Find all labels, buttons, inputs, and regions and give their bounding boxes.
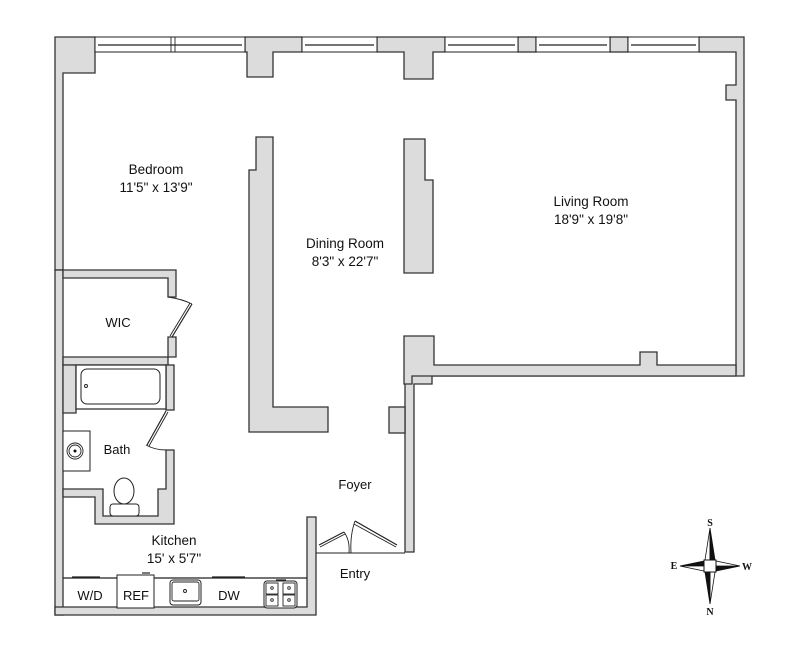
wall-west-lower xyxy=(54,269,64,616)
window xyxy=(535,36,611,53)
window xyxy=(627,36,700,53)
room-dims-kitchen: 15' x 5'7" xyxy=(147,551,201,566)
room-name-foyer: Foyer xyxy=(338,477,372,492)
window xyxy=(301,36,378,53)
wall-pier-2 xyxy=(376,36,446,80)
door-entry[interactable] xyxy=(316,520,405,554)
room-labels: Bedroom 11'5" x 13'9" Dining Room 8'3" x… xyxy=(77,162,628,603)
interior-walls xyxy=(62,136,434,525)
tub-drain-icon xyxy=(84,384,88,388)
room-name-bedroom: Bedroom xyxy=(129,162,184,177)
bathtub xyxy=(80,368,161,405)
compass-label-bottom: N xyxy=(706,607,714,618)
appliance-label-dw: DW xyxy=(218,588,240,603)
door-wic[interactable] xyxy=(167,296,193,338)
toilet-bowl-icon xyxy=(113,477,135,505)
wall-dining-east xyxy=(403,138,434,274)
wall-bath-west xyxy=(62,364,77,414)
wall-pier-1 xyxy=(244,36,303,78)
appliance-label-wd: W/D xyxy=(77,588,102,603)
windows xyxy=(94,36,700,53)
wall-foyer-pilaster xyxy=(388,406,406,434)
sink-icon xyxy=(66,442,84,460)
wall-west xyxy=(54,36,96,271)
doors xyxy=(145,296,405,554)
wall-east xyxy=(404,36,745,553)
compass-label-top: S xyxy=(707,518,713,529)
bath-fixtures xyxy=(62,364,167,517)
appliance-label-ref: REF xyxy=(123,588,149,603)
wall-living-south xyxy=(403,335,737,385)
room-dims-dining: 8'3" x 22'7" xyxy=(312,254,379,269)
wall-bath-south xyxy=(62,449,175,525)
room-dims-bedroom: 11'5" x 13'9" xyxy=(119,180,192,195)
wall-wic-south xyxy=(62,336,177,366)
room-dims-living: 18'9" x 19'8" xyxy=(554,212,628,227)
window xyxy=(94,36,246,53)
stove-icon xyxy=(263,580,298,609)
wall-wic-north xyxy=(62,269,177,298)
wall-south xyxy=(54,516,317,616)
room-name-bath: Bath xyxy=(104,442,131,457)
exterior-walls xyxy=(54,36,745,616)
room-name-entry: Entry xyxy=(340,566,371,581)
window xyxy=(444,36,519,53)
compass-rose-icon: S N E W xyxy=(671,518,752,618)
room-name-wic: WIC xyxy=(105,315,130,330)
refrigerator xyxy=(116,574,155,609)
wall-pier-4 xyxy=(609,36,629,53)
wall-dining-west xyxy=(248,136,329,433)
compass-label-right: W xyxy=(742,562,752,573)
door-bath[interactable] xyxy=(145,410,169,451)
kitchen-counter xyxy=(63,572,307,609)
room-name-living: Living Room xyxy=(553,194,628,209)
room-name-dining: Dining Room xyxy=(306,236,384,251)
compass-label-left: E xyxy=(671,561,678,572)
toilet-tank-icon xyxy=(109,503,140,517)
wall-bath-east-upper xyxy=(165,364,175,411)
wall-pier-3 xyxy=(517,36,537,53)
room-name-kitchen: Kitchen xyxy=(151,533,196,548)
